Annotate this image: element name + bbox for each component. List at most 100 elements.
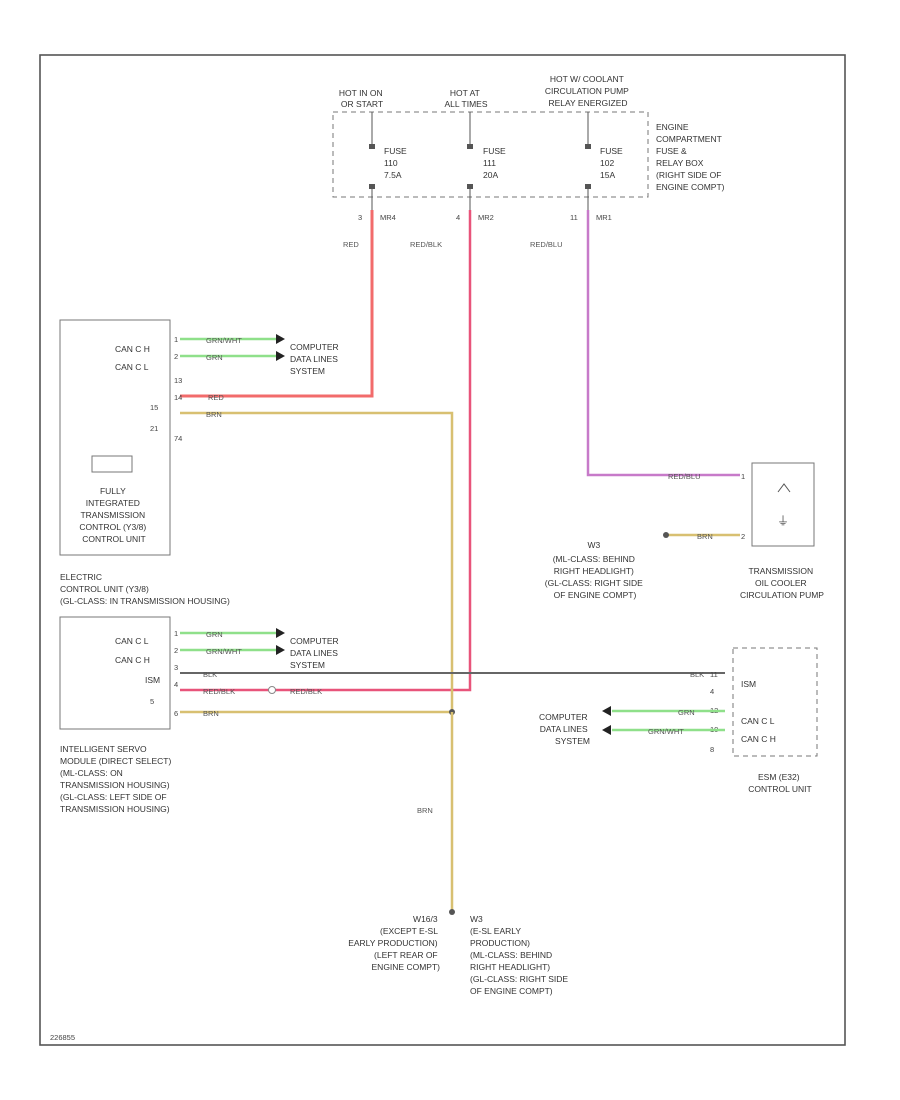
wire-red-black-label: RED/BLK (410, 240, 442, 249)
ground-w16-label: W16/3 (EXCEPT E-SL EARLY PRODUCTION) (LE… (348, 914, 440, 972)
fuse-102-connector: MR1 (596, 213, 612, 222)
fuse-box: HOT IN ON OR START HOT AT ALL TIMES HOT … (332, 74, 725, 222)
fuse-110-label: FUSE 110 7.5A (384, 146, 409, 180)
tcu-box (59, 319, 171, 556)
servo-cdl-label: COMPUTER DATA LINES SYSTEM (290, 636, 341, 670)
fuse-111: FUSE 111 20A 4 MR2 (456, 112, 508, 222)
tcu-block: CAN C H CAN C L 1 2 13 14 15 21 74 FULLY… (59, 319, 182, 556)
servo-box (59, 616, 171, 730)
servo-pin-6: 6 (174, 709, 178, 718)
servo-pin-3: 3 (174, 663, 178, 672)
fuse-111-connector: MR2 (478, 213, 494, 222)
fuse-102: FUSE 102 15A 11 MR1 (570, 112, 625, 222)
fuse-110-connector: MR4 (380, 213, 396, 222)
esm-pin-4: 4 (710, 687, 714, 696)
tcu-pin-2: 2 (174, 352, 178, 361)
fuse-110: FUSE 110 7.5A 3 MR4 (358, 112, 409, 222)
wire-red-blue-label-pump: RED/BLU (668, 472, 701, 481)
wire-brown-servo-label: BRN (203, 709, 219, 718)
fuse-111-pin: 4 (456, 213, 460, 222)
wire-brown-vertical-label: BRN (417, 806, 433, 815)
footer-code: 226855 (50, 1033, 75, 1042)
tcu-pin-13: 13 (174, 376, 182, 385)
tcu-pin-14: 14 (174, 393, 182, 402)
fuse-box-outline (332, 111, 649, 198)
servo-can-l-arrow (276, 628, 285, 638)
tcu-pin-name-can-h: CAN C H (115, 344, 150, 354)
wire-red-black (180, 210, 472, 692)
tcu-can-h-wire-label: GRN/WHT (206, 336, 242, 345)
wire-brown-tcu-label: BRN (206, 410, 222, 419)
wire-red (180, 210, 374, 398)
fuse-102-label: FUSE 102 15A (600, 146, 625, 180)
esm-pin-name-ism: ISM (741, 679, 756, 689)
feed-2-label: HOT AT ALL TIMES (445, 88, 488, 109)
esm-cdl-label: COMPUTER DATA LINES SYSTEM (539, 712, 590, 746)
servo-pin-5: 5 (150, 697, 154, 706)
tcu-cdl-label: COMPUTER DATA LINES SYSTEM (290, 342, 341, 376)
esm-pin-name-can-l: CAN C L (741, 716, 775, 726)
servo-pin-4: 4 (174, 680, 178, 689)
diagram-frame (39, 54, 846, 1046)
servo-pin-1: 1 (174, 629, 178, 638)
tcu-pin-15: 15 (150, 403, 158, 412)
esm-block: 11 ISM 4 12 CAN C L 10 CAN C H 8 ESM (E3… (710, 647, 818, 794)
feed-3-label: HOT W/ COOLANT CIRCULATION PUMP RELAY EN… (545, 74, 631, 108)
wire-brown-pump-label: BRN (697, 532, 713, 541)
wire-red-black-splice (268, 686, 276, 694)
esm-can-l-arrow (602, 706, 611, 716)
wire-black-label-servo: BLK (203, 670, 217, 679)
wire-red-label-tcu: RED (208, 393, 224, 402)
servo-pin-name-can-h: CAN C H (115, 655, 150, 665)
pump-ground-icon: ⏚ (777, 514, 789, 528)
esm-pin-8: 8 (710, 745, 714, 754)
tcu-pin-name-can-l: CAN C L (115, 362, 149, 372)
pump-pin-1: 1 (741, 472, 745, 481)
ground-w3-dot (663, 532, 669, 538)
fuse-111-label: FUSE 111 20A (483, 146, 508, 180)
tcu-pin-1: 1 (174, 335, 178, 344)
ground-splice-bottom (449, 909, 455, 915)
tcu-can-h-arrow (276, 334, 285, 344)
pump-motor-icon (777, 483, 791, 493)
esm-can-l-wire-label: GRN (678, 708, 695, 717)
esm-box (732, 647, 818, 757)
wire-brown-tcu (180, 411, 454, 712)
wire-black-label-esm: BLK (690, 670, 704, 679)
tcu-pin-74: 74 (174, 434, 182, 443)
wire-red-blue (586, 210, 740, 477)
esm-can-h-arrow (602, 725, 611, 735)
esm-pin-name-can-h: CAN C H (741, 734, 776, 744)
ecu-label: ELECTRIC CONTROL UNIT (Y3/8) (GL-CLASS: … (60, 572, 230, 606)
tcu-label: FULLY INTEGRATED TRANSMISSION CONTROL (Y… (79, 486, 148, 544)
tcu-can-l-arrow (276, 351, 285, 361)
fuse-110-pin: 3 (358, 213, 362, 222)
feed-1-label: HOT IN ON OR START (339, 88, 385, 109)
pump-label: TRANSMISSION OIL COOLER CIRCULATION PUMP (740, 566, 824, 600)
tcu-pin-21: 21 (150, 424, 158, 433)
tcu-module-icon (91, 455, 133, 473)
ground-w3-label: W3 (ML-CLASS: BEHIND RIGHT HEADLIGHT) (G… (545, 540, 645, 600)
wire-red-black-label-servo-a: RED/BLK (203, 687, 235, 696)
tcu-can-l-wire-label: GRN (206, 353, 223, 362)
ground-w3-bottom-label: W3 (E-SL EARLY PRODUCTION) (ML-CLASS: BE… (470, 914, 570, 996)
esm-can-h-wire-label: GRN/WHT (648, 727, 684, 736)
pump-block: ⏚ 1 2 TRANSMISSION OIL COOLER CIRCULATIO… (740, 462, 824, 600)
servo-can-h-wire-label: GRN/WHT (206, 647, 242, 656)
servo-pin-name-ism: ISM (145, 675, 160, 685)
pump-box (751, 462, 815, 547)
fuse-box-label: ENGINE COMPARTMENT FUSE & RELAY BOX (RIG… (656, 122, 725, 192)
servo-label: INTELLIGENT SERVO MODULE (DIRECT SELECT)… (60, 744, 174, 814)
esm-pin-11: 11 (710, 670, 718, 679)
fuse-102-pin: 11 (570, 213, 578, 222)
servo-pin-name-can-l: CAN C L (115, 636, 149, 646)
servo-can-h-arrow (276, 645, 285, 655)
esm-label: ESM (E32) CONTROL UNIT (748, 772, 811, 794)
servo-can-l-wire-label: GRN (206, 630, 223, 639)
wire-red-label: RED (343, 240, 359, 249)
wire-red-blue-label: RED/BLU (530, 240, 563, 249)
pump-pin-2: 2 (741, 532, 745, 541)
wire-red-black-label-servo-b: RED/BLK (290, 687, 322, 696)
servo-pin-2: 2 (174, 646, 178, 655)
